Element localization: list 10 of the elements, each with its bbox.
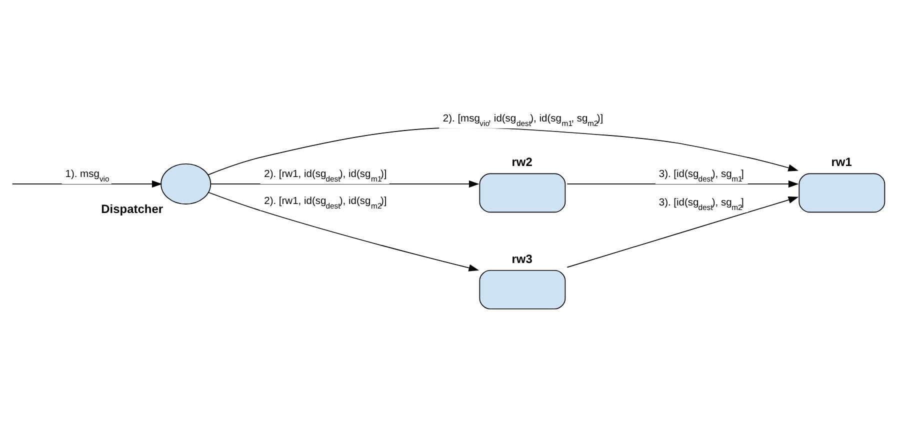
node-label: rw1: [831, 155, 852, 170]
edge-label: 2). [rw1, id(sg$_{dest}$), id(sg$_{m1}$)]: [264, 169, 387, 184]
edge-label: 2). [msg$_{vio}$, id(sg$_{dest}$), id(sg$_{m1}$, sg$_{m2}$)]: [442, 114, 604, 128]
edge-label: 2). [rw1, id(sg$_{dest}$), id(sg$_{m2}$)]: [264, 196, 387, 210]
node-label: rw2: [512, 155, 532, 170]
edge-label: 3). [id(sg$_{dest}$), sg$_{m2}$]: [658, 197, 744, 212]
edge-label: 3). [id(sg$_{dest}$), sg$_{m1}$]: [658, 169, 744, 184]
edge-label: 1). msg$_{vio}$: [65, 169, 110, 184]
node-label: rw3: [512, 252, 532, 266]
node-label: Dispatcher: [101, 202, 164, 216]
